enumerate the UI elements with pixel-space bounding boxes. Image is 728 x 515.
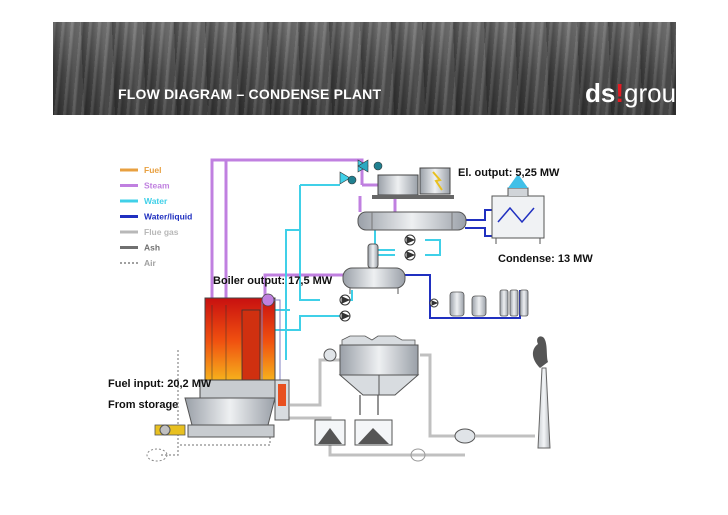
valve-icon <box>339 159 383 185</box>
from-storage-label: From storage <box>108 399 178 411</box>
legend-label: Water/liquid <box>144 212 192 222</box>
feedwater-tank <box>342 243 406 294</box>
water-treatment <box>449 289 529 317</box>
steam-lines <box>210 158 397 298</box>
legend-label: Steam <box>144 181 170 191</box>
ash-containers <box>314 419 393 446</box>
header-banner <box>53 22 676 115</box>
company-logo: ds!group <box>585 78 691 108</box>
legend-label: Ash <box>144 243 160 253</box>
chimney-icon <box>532 336 551 449</box>
page-title: FLOW DIAGRAM – CONDENSE PLANT <box>118 86 382 102</box>
lightning-icon <box>432 171 443 191</box>
turbine-generator-icon <box>372 167 454 199</box>
boiler <box>184 297 281 438</box>
condense-label: Condense: 13 MW <box>498 253 593 265</box>
legend-label: Air <box>144 258 157 268</box>
economizer <box>274 379 290 421</box>
pump-icon <box>339 234 439 322</box>
legend-label: Water <box>144 196 168 206</box>
legend-label: Flue gas <box>144 227 179 237</box>
boiler-output-label: Boiler output: 17,5 MW <box>213 275 333 287</box>
fuel-input-label: Fuel input: 20,2 MW <box>108 378 212 390</box>
fuel-feeder <box>146 424 186 462</box>
legend-label: Fuel <box>144 165 161 175</box>
flue-fan-icon <box>323 348 476 462</box>
condenser <box>357 211 467 231</box>
ash-lines <box>359 395 379 415</box>
el-output-label: El. output: 5,25 MW <box>458 167 560 179</box>
steam-drum-icon <box>261 293 275 307</box>
bag-filter <box>338 335 420 396</box>
cooling-tower-icon <box>491 174 545 244</box>
